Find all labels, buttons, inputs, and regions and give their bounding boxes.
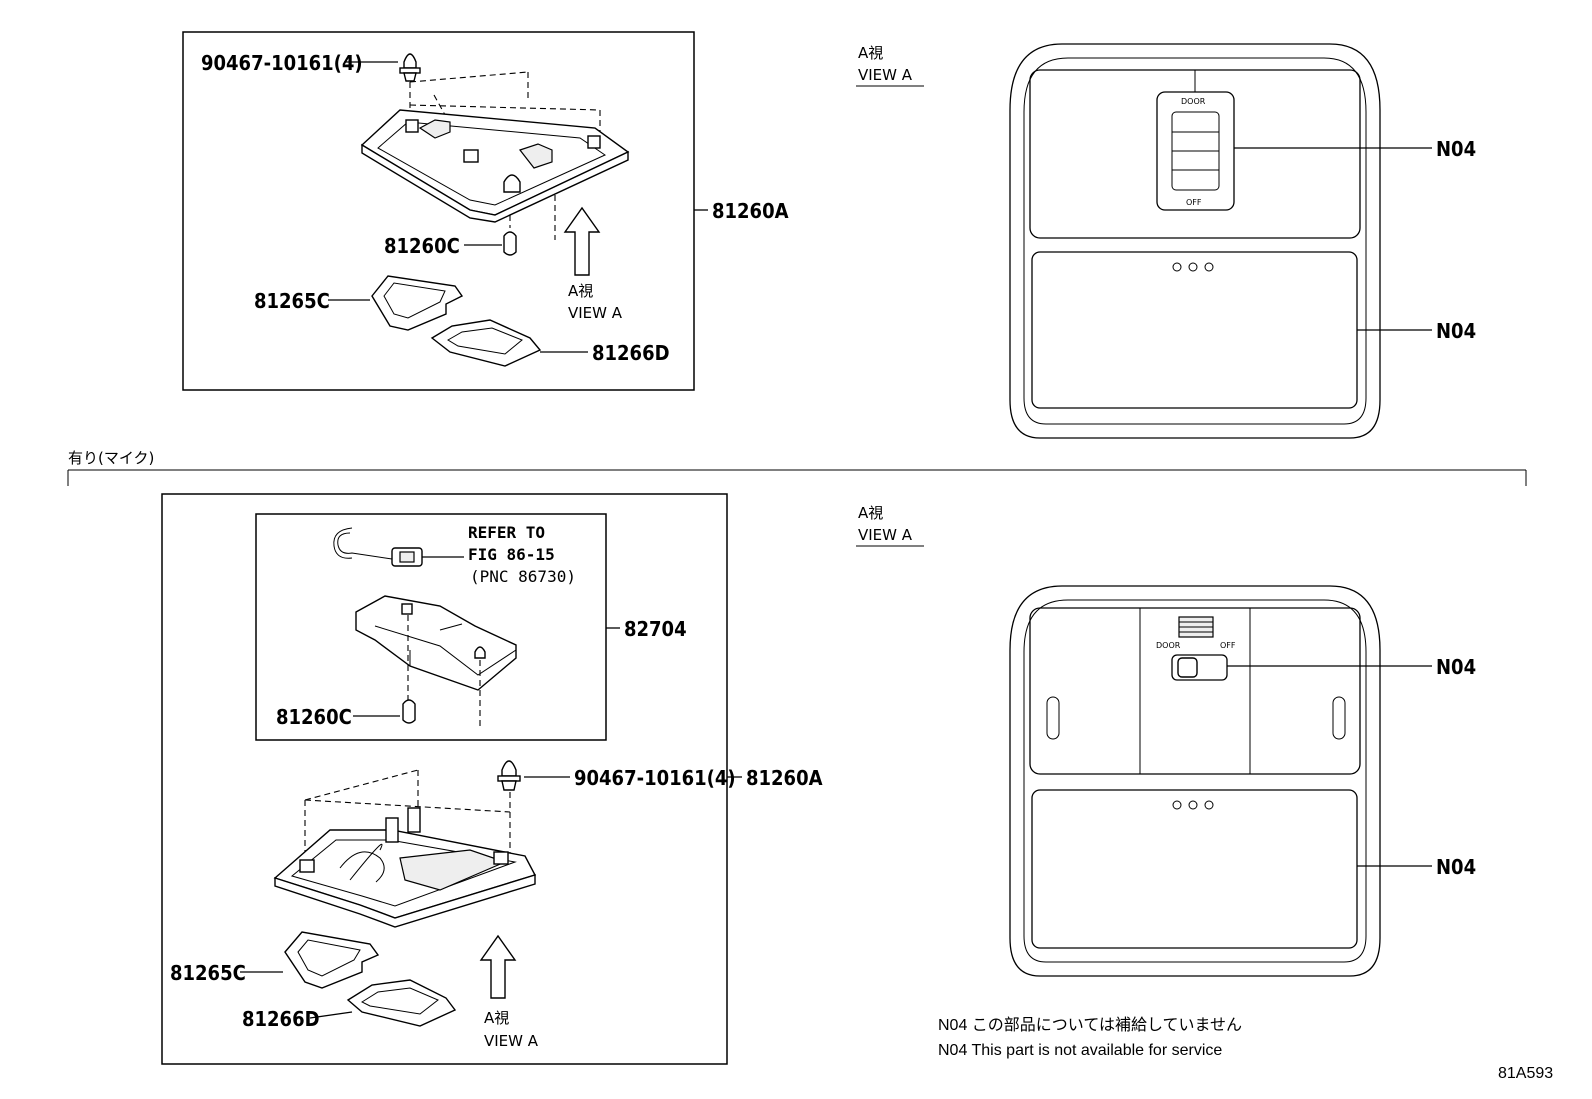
lower-lens2-leader [309, 1011, 353, 1019]
upper-clip-label: 90467-10161(4) [201, 51, 363, 75]
lower-frame [161, 493, 728, 1065]
upper-console-outer [1009, 43, 1381, 439]
upper-switch-door: DOOR [1181, 97, 1206, 106]
lower-view-a: A視 VIEW A DOOR OFF N04 [856, 504, 1476, 977]
lower-switch-door: DOOR [1156, 641, 1181, 650]
upper-switch-label: N04 [1436, 137, 1476, 161]
lower-lens2-label: 81266D [242, 1007, 320, 1031]
upper-lens2-icon [430, 319, 542, 367]
lower-lens-panel [1031, 789, 1358, 949]
lower-harness-icon [333, 527, 423, 567]
lower-lens2-icon [346, 979, 457, 1027]
upper-clip-icon [399, 53, 421, 82]
lower-bulb-icon [402, 699, 416, 724]
upper-header-view-en: VIEW A [858, 66, 913, 84]
upper-view-en: VIEW A [568, 304, 623, 322]
upper-exploded-view: 90467-10161(4) 81 [182, 31, 789, 391]
upper-view-arrow-icon [563, 206, 601, 276]
upper-mic-holes [1172, 262, 1214, 272]
upper-lens-label: N04 [1436, 319, 1476, 343]
lower-lamp-assy-label: 81260A [746, 766, 823, 790]
upper-header-view-jp: A視 [858, 44, 883, 62]
lower-switch: DOOR OFF [1156, 616, 1236, 681]
lower-left-lamp-lens [1046, 696, 1060, 740]
lower-view-arrow-icon [479, 934, 517, 999]
upper-switch-off: OFF [1186, 198, 1202, 207]
upper-lamp-housing [360, 109, 630, 223]
lower-header-view-en: VIEW A [858, 526, 913, 544]
note-jp: N04 この部品については補給していません [938, 1016, 1242, 1034]
lower-lamp-panel [1029, 607, 1361, 775]
lower-switch-off: OFF [1220, 641, 1236, 650]
upper-view-jp: A視 [568, 282, 593, 300]
lower-mic-module-icon [355, 595, 517, 691]
lower-refer-line2: FIG 86-15 [468, 545, 555, 564]
upper-view-a: A視 VIEW A DOOR OFF N04 N04 [856, 43, 1476, 439]
upper-bulb-label: 81260C [384, 234, 460, 258]
upper-lamp-panel [1029, 69, 1361, 239]
lower-header-view-jp: A視 [858, 504, 883, 522]
upper-lamp-assy-label: 81260A [712, 199, 789, 223]
lower-switch-label: N04 [1436, 655, 1476, 679]
lower-refer-line3: (PNC 86730) [470, 567, 576, 586]
upper-frame [182, 31, 695, 391]
upper-lens1-icon [371, 275, 464, 331]
lower-mic-label: 82704 [624, 617, 687, 641]
lower-refer-line1: REFER TO [468, 523, 545, 542]
lower-mic-holes [1172, 800, 1214, 810]
lower-lens1-icon [284, 931, 380, 989]
figure-id: 81A593 [1498, 1065, 1553, 1082]
lower-console-outer [1009, 585, 1381, 977]
lower-bulb-label: 81260C [276, 705, 352, 729]
lower-lens1-label: 81265C [170, 961, 246, 985]
lower-exploded-view: REFER TO FIG 86-15 (PNC 86730) 82704 812… [161, 493, 823, 1065]
section-divider: 有り(マイク) [67, 449, 1527, 486]
section-label: 有り(マイク) [68, 449, 154, 467]
lower-view-jp: A視 [484, 1009, 509, 1027]
lower-clip-icon [497, 760, 521, 791]
lower-mic-subframe [255, 513, 607, 741]
upper-lens2-label: 81266D [592, 341, 670, 365]
upper-lens1-label: 81265C [254, 289, 330, 313]
upper-bulb-icon [503, 231, 517, 256]
lower-clip-label: 90467-10161(4) [574, 766, 736, 790]
note-en: N04 This part is not available for servi… [938, 1042, 1222, 1059]
upper-lens-panel [1031, 251, 1358, 409]
lower-right-lamp-lens [1332, 696, 1346, 740]
lower-lamp-housing [273, 807, 537, 928]
lower-lens-label: N04 [1436, 855, 1476, 879]
lower-view-en: VIEW A [484, 1032, 539, 1050]
upper-switch: DOOR OFF [1156, 91, 1235, 211]
